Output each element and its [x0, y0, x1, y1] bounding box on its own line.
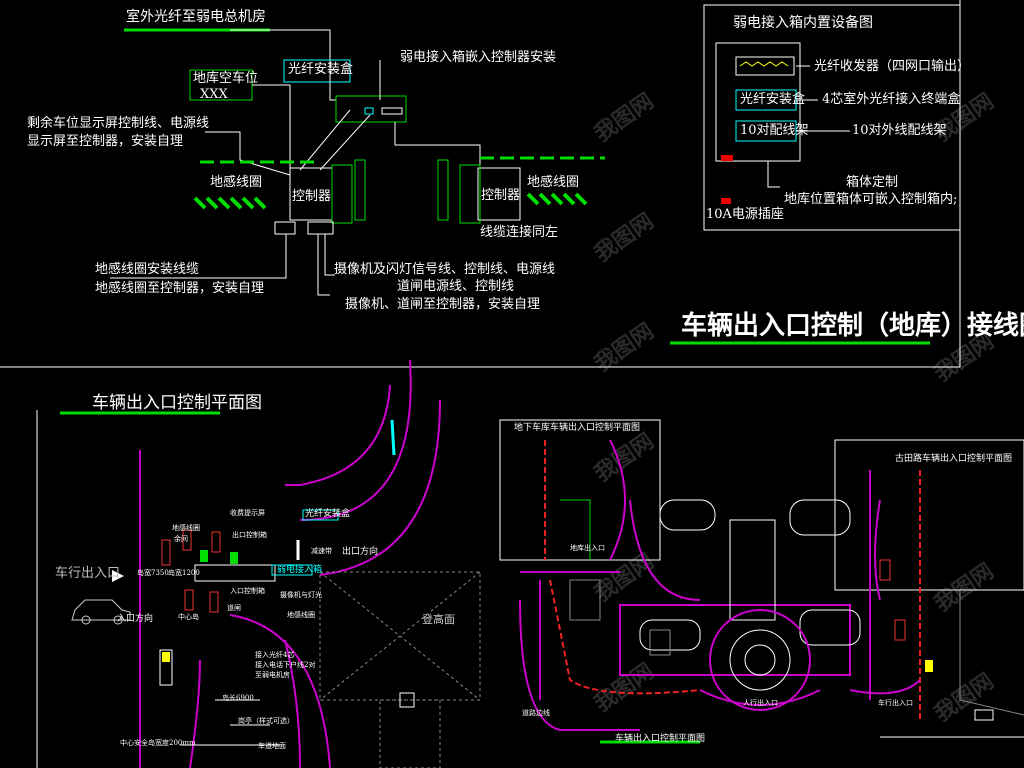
label-cam-line2: 道闸电源线、控制线 [397, 279, 515, 294]
legend-title: 弱电接入箱内置设备图 [733, 15, 873, 31]
label-lane-ground: 车道地面 [258, 742, 286, 750]
legend-item3-box: 10对配线架 [740, 123, 809, 138]
label-entry-ctrl: 入口控制箱 [230, 587, 265, 595]
label-right-entry: 车行出入口 [878, 699, 913, 707]
label-exit-dir: 出口方向 [342, 547, 379, 557]
label-fiber-note3: 至弱电机房 [255, 671, 290, 679]
label-center-width: 中心安全岛宽度200mm [120, 739, 196, 747]
label-controller-right: 控制器 [481, 188, 521, 203]
plan-mid-title: 地下车库车辆出入口控制平面图 [514, 423, 641, 433]
legend-custom2: 地库位置箱体可嵌入控制箱内; [784, 192, 958, 207]
legend-custom1: 箱体定制 [846, 175, 899, 190]
legend-item2: 4芯室外光纤接入终端盒 [822, 92, 961, 107]
legend-socket: 10A电源插座 [706, 207, 784, 222]
label-speed-bump: 减速带 [311, 547, 332, 555]
label-controller-left: 控制器 [292, 189, 332, 204]
label-exit-ctrl: 出口控制箱 [232, 531, 267, 539]
label-main-entry: 地库出入口 [570, 544, 605, 552]
legend-item3: 10对外线配线架 [852, 123, 947, 138]
label-fiber-note1: 接入光纤4芯 [255, 651, 295, 659]
label-fiber-to-room: 室外光纤至弱电总机房 [126, 9, 266, 25]
plan-mid-bottom-title: 车辆出入口控制平面图 [615, 734, 706, 744]
label-loop-left: 地感线圈 [210, 175, 263, 190]
label-cam-line1: 摄像机及闪灯信号线、控制线、电源线 [334, 262, 556, 277]
label-loop2: 地感线圈 [287, 611, 315, 619]
label-road: 道路边线 [522, 709, 550, 717]
legend-item1: 光纤收发器（四网口输出） [814, 59, 971, 74]
label-parking-xxx: XXX [200, 87, 228, 102]
label-remain-line1: 剩余车位显示屏控制线、电源线 [27, 116, 210, 131]
label-loop-cable2: 地感线圈至控制器，安装自理 [95, 281, 265, 296]
label-remain-line2: 显示屏至控制器，安装自理 [27, 134, 184, 149]
label-cable-same: 线缆连接同左 [480, 225, 559, 240]
label-fiber-box: 光纤安装盒 [288, 62, 354, 77]
label-island-len: 岛长6900 [222, 694, 254, 702]
label-loop-cable1: 地感线圈安装线缆 [95, 262, 200, 277]
label-weak-box: 弱电接入箱 [277, 565, 323, 575]
legend-item2-box: 光纤安装盒 [740, 92, 806, 107]
label-fiber-note2: 接入电话下户线2对 [255, 661, 316, 669]
plan-right-title: 古田路车辆出入口控制平面图 [895, 454, 1013, 464]
label-weak-box-install: 弱电接入箱嵌入控制器安装 [400, 50, 557, 65]
main-title: 车辆出入口控制（地库）接线图 [681, 311, 1024, 341]
label-cam-lights: 摄像机与灯光 [280, 591, 322, 599]
label-barrier: 道闸 [227, 604, 241, 612]
label-guard: 岗亭（样式可选） [238, 717, 294, 725]
label-cam-line3: 摄像机、道闸至控制器，安装自理 [345, 297, 541, 312]
label-people-entry: 人行出入口 [743, 699, 778, 707]
label-exit: 车行出入口 [55, 566, 121, 581]
label-toll-screen: 收费提示屏 [230, 509, 265, 517]
label-loop-right: 地感线圈 [527, 175, 580, 190]
label-fiber-box-plan: 光纤安装盒 [305, 509, 351, 519]
label-lane-width: 岛宽7350 [137, 569, 169, 577]
plan-left-title: 车辆出入口控制平面图 [92, 393, 262, 413]
label-loop1: 地感线圈 [172, 524, 200, 532]
label-center-island: 中心岛 [178, 613, 199, 621]
label-enter-dir: 入口方向 [117, 614, 154, 624]
label-height-limit: 登高面 [422, 613, 455, 626]
label-lane-width2: 岛宽1200 [168, 569, 200, 577]
label-parking-vacancy: 地库空车位 [193, 71, 259, 86]
label-loop-dist: 余间 [174, 535, 188, 543]
